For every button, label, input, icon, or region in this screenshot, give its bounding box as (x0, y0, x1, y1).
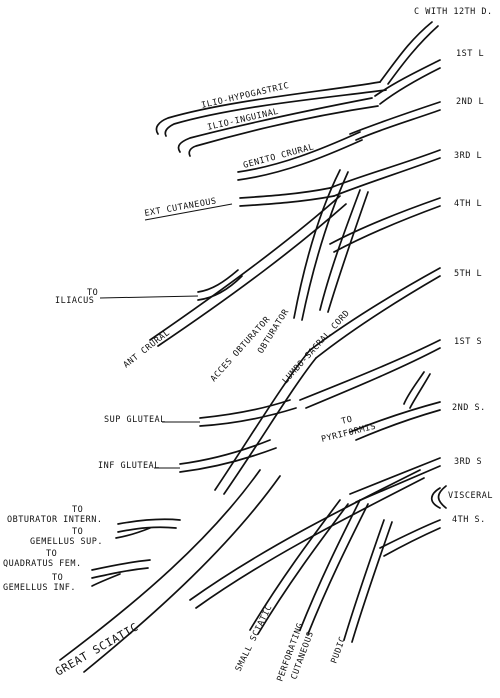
nerve-root-s2 (349, 401, 441, 433)
nerve-great-sciatic (59, 469, 261, 661)
nerve-to-pyriformis (403, 371, 425, 405)
label-root-l4: 4TH L (454, 199, 482, 209)
nerve-root-l4 (329, 197, 441, 245)
nerve-pudic (343, 519, 385, 641)
label-to-pyriformis-1: TO (340, 414, 353, 426)
nerve-to-gemellus-inf (91, 573, 121, 587)
nerve-root-s4 (379, 519, 441, 549)
label-root-l5: 5TH L (454, 269, 482, 279)
label-root-s4: 4TH S. (452, 515, 486, 525)
nerve-ext-cutaneous (239, 187, 331, 199)
label-to-gemellus-inf-2: GEMELLUS INF. (3, 583, 76, 593)
label-genito-crural: GENITO CRURAL (242, 142, 315, 171)
root-labels: C WITH 12TH D. 1ST L 2ND L 3RD L 4TH L 5… (414, 7, 493, 525)
nerve-genito-crural (237, 131, 361, 173)
nerve-to-quadratus-fem (91, 559, 151, 571)
label-ext-cutaneous: EXT CUTANEOUS (144, 196, 218, 219)
nerve-to-iliacus (197, 269, 239, 293)
nerve-sup-gluteal (199, 399, 291, 419)
label-lumbo-sacral-cord: LUMBO-SACRAL CORD (281, 308, 352, 386)
nerve-ilio-hypogastric (155, 81, 381, 135)
nerve-to-obturator-intern (117, 518, 181, 525)
nerve-to-gemellus-sup (115, 527, 151, 539)
label-root-s3: 3RD S (454, 457, 482, 467)
nerve-root-l1 (374, 59, 441, 97)
nerve-perforating-cutaneous (299, 499, 361, 631)
label-ant-crural: ANT CRURAL (122, 328, 172, 370)
label-small-sciatic: SMALL SCIATIC (234, 603, 275, 673)
nerve-inf-gluteal (179, 439, 271, 465)
label-root-l1: 1ST L (456, 49, 484, 59)
label-inf-gluteal: INF GLUTEAL (98, 461, 160, 471)
label-root-l3: 3RD L (454, 151, 482, 161)
label-to-gemellus-sup-2: GEMELLUS SUP. (30, 537, 103, 547)
nerve-root-l3 (329, 149, 441, 189)
label-to-gemellus-sup-1: TO (72, 527, 83, 537)
label-great-sciatic: GREAT SCIATIC (53, 620, 141, 678)
nerve-visceral (430, 487, 441, 509)
label-root-s2: 2ND S. (452, 403, 486, 413)
label-root-s1: 1ST S (454, 337, 482, 347)
nerve-ant-crural (149, 195, 341, 341)
nerve-root-s1 (299, 339, 441, 401)
label-root-l2: 2ND L (456, 97, 484, 107)
nerve-small-sciatic (249, 499, 341, 631)
label-to-iliacus-2: ILIACUS (55, 296, 94, 306)
nerve-lumbo-sacral-cord (214, 349, 311, 491)
label-sup-gluteal: SUP GLUTEAL (104, 415, 166, 425)
label-pudic: PUDIC (329, 635, 348, 665)
nerve-c12d (379, 21, 433, 83)
nerve-obturator (319, 189, 361, 311)
label-to-quadratus-2: QUADRATUS FEM. (3, 559, 82, 569)
nerve-ilio-inguinal (177, 97, 373, 153)
branch-labels: ILIO-HYPOGASTRIC ILIO-INGUINAL GENITO CR… (3, 81, 377, 683)
nerve-acces-obturator (293, 169, 341, 319)
nerve-root-l5 (309, 267, 441, 351)
label-root-c12d: C WITH 12TH D. (414, 7, 493, 17)
label-to-iliacus-1: TO (87, 288, 98, 298)
nerve-root-s3 (349, 457, 441, 495)
nerve-root-l2 (349, 101, 441, 135)
label-to-quadratus-1: TO (46, 549, 57, 559)
nerve-outlines (59, 21, 447, 673)
label-to-gemellus-inf-1: TO (52, 573, 63, 583)
label-to-obturator-2: OBTURATOR INTERN. (7, 515, 103, 525)
label-root-visceral: VISCERAL (448, 491, 493, 501)
label-to-obturator-1: TO (72, 505, 83, 515)
